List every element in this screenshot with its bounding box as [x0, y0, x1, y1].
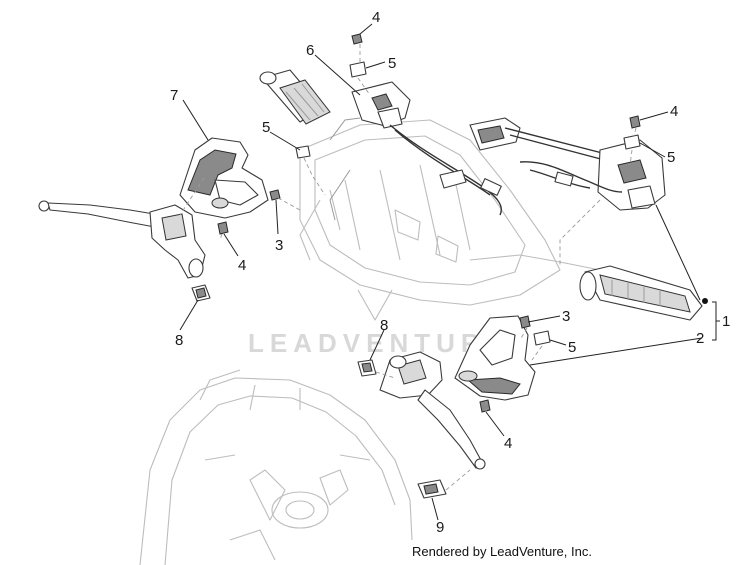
- callout-3-left: 3: [275, 237, 283, 254]
- callout-8-left: 8: [175, 332, 183, 349]
- watermark-logo: LEADVENTURE: [248, 289, 509, 358]
- assembly-dash-lines: [179, 44, 637, 491]
- callout-6: 6: [306, 42, 314, 59]
- render-credit: Rendered by LeadVenture, Inc.: [412, 544, 592, 559]
- watermark-text: LEADVENTURE: [248, 328, 509, 358]
- callout-4-left: 4: [238, 257, 246, 274]
- screw-left-cover: [269, 189, 281, 201]
- clip-left-cover: [295, 145, 311, 159]
- clip-top-left-switch: [349, 61, 367, 78]
- screw-right-switch: [629, 115, 641, 129]
- callout-9: 9: [436, 519, 444, 536]
- right-brake-lever: [379, 351, 486, 470]
- clip-right-cover: [533, 330, 551, 346]
- callout-3-right: 3: [562, 308, 570, 325]
- brake-switch-left: [191, 284, 211, 302]
- callout-1: 1: [722, 313, 730, 330]
- screw-top-left-switch: [351, 33, 363, 45]
- screw-left-lever: [217, 221, 229, 235]
- callout-labels: 4 5 6 7 5 3 4 8 4 5 3 5 2 1 4 8 9: [170, 9, 730, 536]
- callout-5-right: 5: [667, 149, 675, 166]
- screw-right-cover: [519, 315, 531, 329]
- callout-4-top: 4: [372, 9, 380, 26]
- left-brake-lever: [38, 200, 206, 279]
- callout-4-lower: 4: [504, 435, 512, 452]
- brake-switch-right: [357, 359, 377, 377]
- right-cover-shell: [454, 315, 536, 401]
- callout-2: 2: [696, 330, 704, 347]
- left-switch-assembly: [351, 81, 502, 216]
- handlebar-frame-ghost: [299, 117, 601, 306]
- callout-5-left: 5: [262, 119, 270, 136]
- left-cover-shell: [179, 137, 269, 219]
- left-grip: [259, 69, 331, 125]
- callout-7: 7: [170, 87, 178, 104]
- assembly-dot: [702, 298, 708, 304]
- callout-5-top: 5: [388, 55, 396, 72]
- callout-8-right: 8: [380, 317, 388, 334]
- clip-right-switch: [623, 134, 641, 150]
- leader-lines: [179, 23, 720, 521]
- callout-4-right: 4: [670, 103, 678, 120]
- connector-part: [417, 479, 447, 499]
- screw-right-lever: [479, 399, 491, 413]
- right-switch-assembly: [469, 117, 666, 211]
- right-grip: [579, 265, 703, 321]
- callout-5-lower: 5: [568, 339, 576, 356]
- front-body-ghost: [139, 369, 413, 565]
